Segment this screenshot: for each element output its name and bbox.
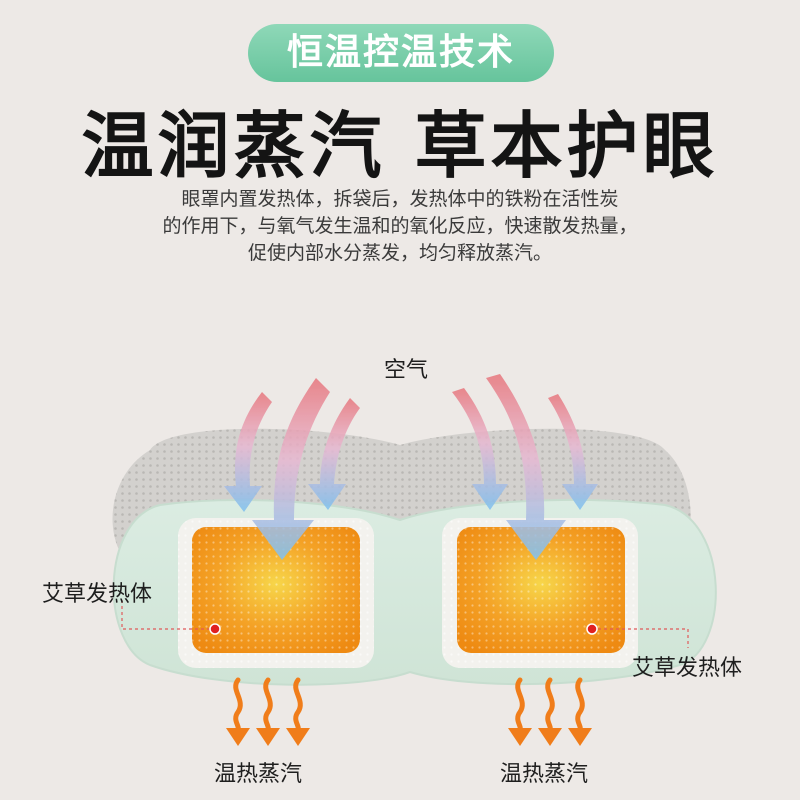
heater-label-left: 艾草发热体	[42, 582, 153, 607]
air-arrows-right	[452, 374, 598, 560]
air-arrow-icon	[548, 394, 598, 510]
tech-badge: 恒温控温技术	[248, 24, 554, 82]
steam-arrow-icon	[508, 728, 532, 746]
leader-left	[121, 600, 221, 635]
air-arrow-icon	[486, 374, 566, 560]
heater-label-right: 艾草发热体	[632, 656, 743, 681]
steam-arrows-right	[515, 677, 585, 733]
heater-pad-right	[442, 518, 638, 668]
description-line-3: 促使内部水分蒸发，均匀释放蒸汽。	[247, 242, 552, 264]
steam-label-left: 温热蒸汽	[214, 762, 303, 787]
air-arrow-icon	[308, 398, 360, 510]
air-arrow-icon	[252, 378, 330, 560]
leader-right	[586, 623, 689, 648]
air-arrow-icon	[224, 392, 272, 512]
steam-arrow-icon	[538, 728, 562, 746]
headline: 温润蒸汽 草本护眼	[81, 104, 719, 188]
steam-arrows-left	[233, 677, 303, 733]
marker-dot-icon	[209, 623, 221, 635]
marker-dot-icon	[586, 623, 598, 635]
steam-arrowheads-left	[226, 728, 310, 746]
air-arrows-left	[224, 378, 360, 560]
heater-pad-left	[178, 518, 374, 668]
description-line-2: 的作用下，与氧气发生温和的氧化反应，快速散发热量，	[162, 215, 638, 237]
steam-arrow-icon	[256, 728, 280, 746]
steam-arrow-icon	[568, 728, 592, 746]
steam-label-right: 温热蒸汽	[500, 762, 589, 787]
steam-arrow-icon	[226, 728, 250, 746]
steam-arrow-icon	[286, 728, 310, 746]
description: 眼罩内置发热体，拆袋后，发热体中的铁粉在活性炭 的作用下，与氧气发生温和的氧化反…	[120, 186, 680, 267]
air-arrow-icon	[452, 388, 508, 510]
steam-arrowheads-right	[508, 728, 592, 746]
air-label: 空气	[384, 358, 429, 383]
description-line-1: 眼罩内置发热体，拆袋后，发热体中的铁粉在活性炭	[181, 188, 619, 210]
